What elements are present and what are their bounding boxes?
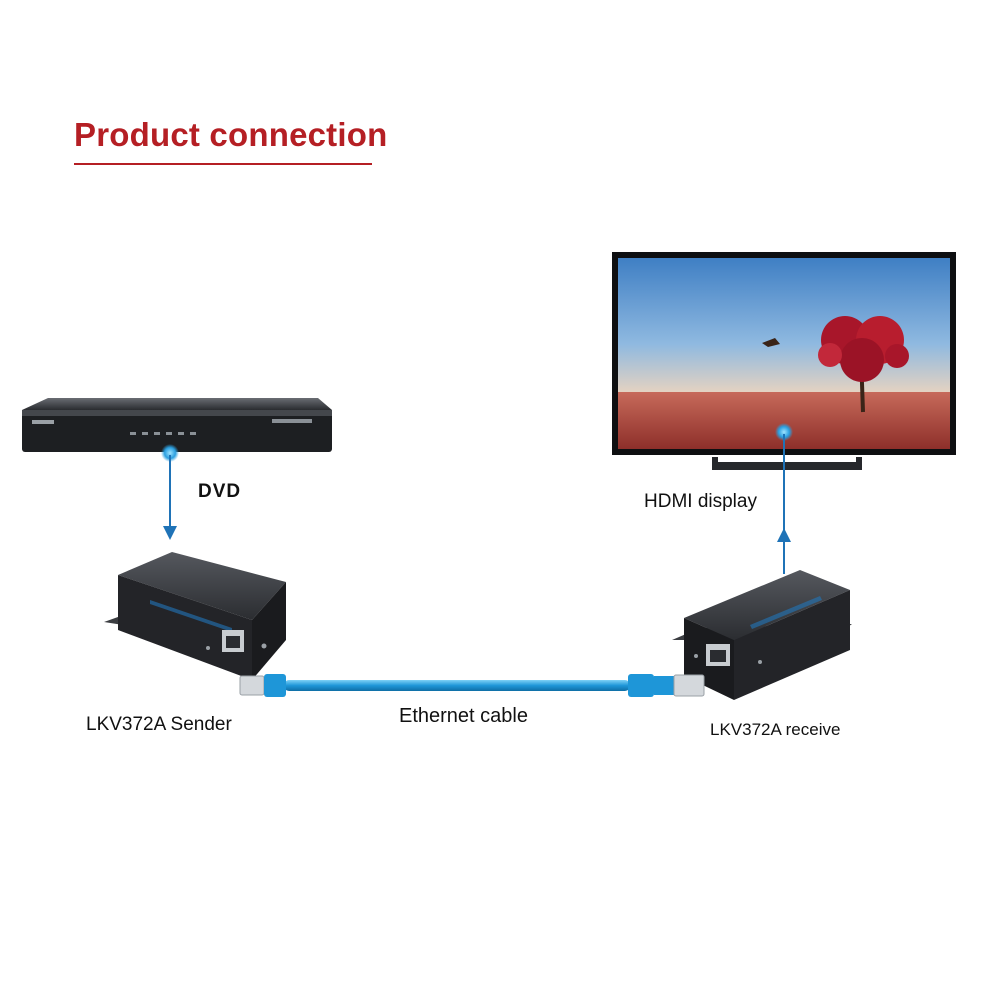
page-title: Product connection bbox=[74, 116, 388, 153]
dvd-player bbox=[22, 398, 332, 462]
title-underline bbox=[74, 163, 372, 165]
left-rj45-plug bbox=[239, 674, 286, 697]
sender-device bbox=[104, 552, 286, 680]
ethernet-cable-label: Ethernet cable bbox=[399, 705, 528, 727]
arrow-dvd-to-sender bbox=[163, 455, 177, 540]
receiver-label: LKV372A receive bbox=[710, 720, 841, 739]
hdmi-display-label: HDMI display bbox=[644, 491, 757, 512]
ethernet-cable bbox=[239, 674, 705, 697]
arrow-receiver-to-display bbox=[777, 434, 791, 574]
sender-label: LKV372A Sender bbox=[86, 714, 232, 735]
receiver-device bbox=[672, 570, 852, 700]
right-rj45-plug bbox=[628, 674, 705, 697]
dvd-label: DVD bbox=[198, 481, 242, 502]
